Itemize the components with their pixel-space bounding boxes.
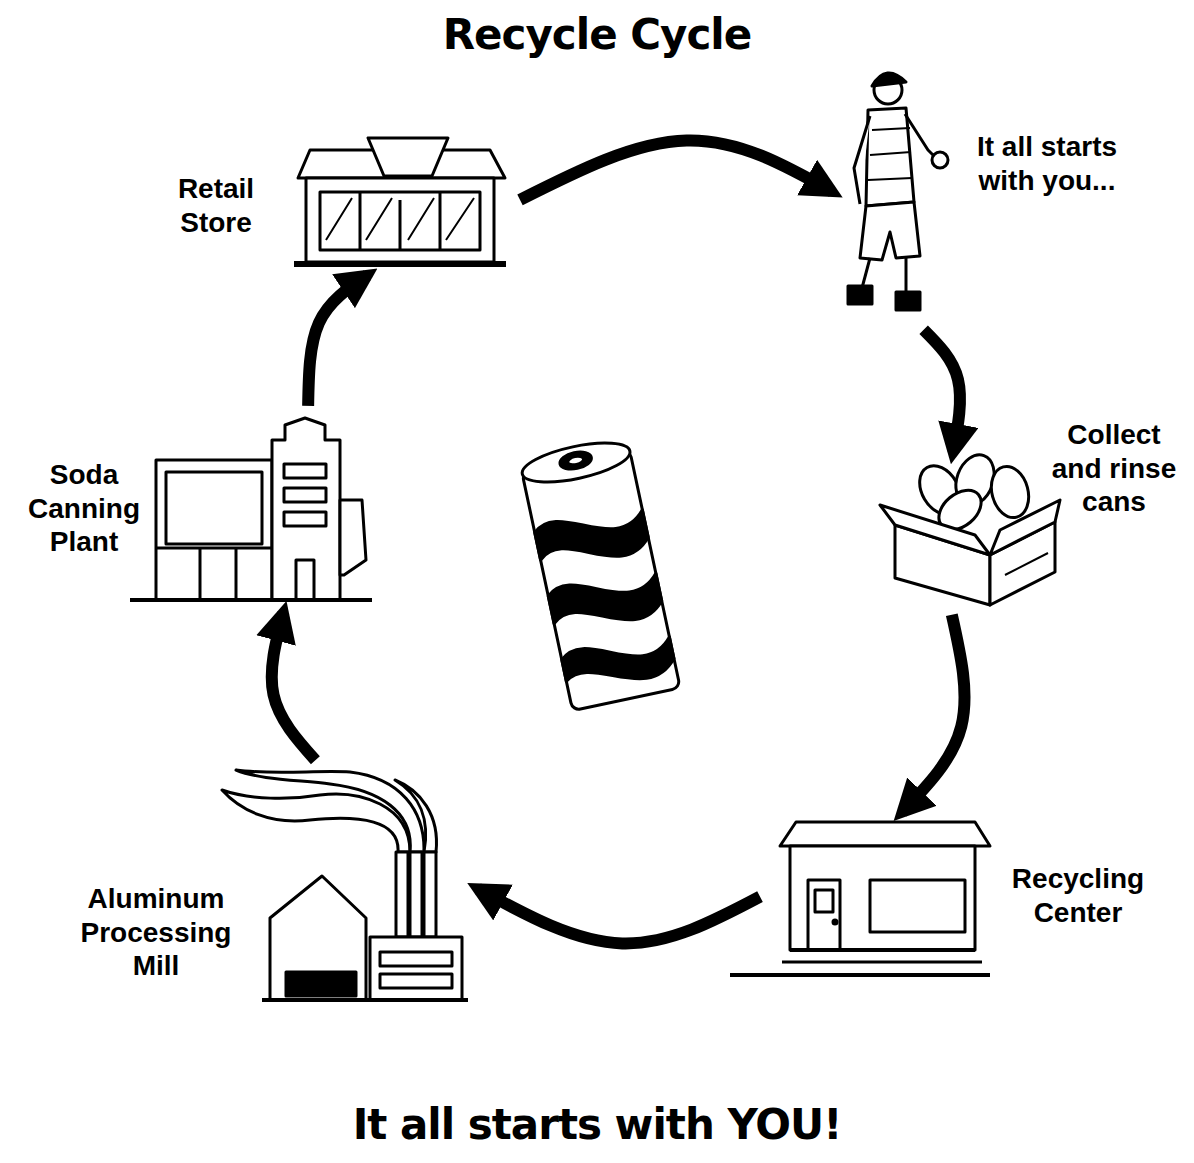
plant-icon xyxy=(296,560,314,600)
plant-icon xyxy=(130,418,372,600)
factory-icon xyxy=(262,998,468,1002)
can-illustration xyxy=(558,449,593,471)
factory-icon xyxy=(270,876,366,1000)
station-node: Recycling Center xyxy=(770,820,990,980)
station-label: Recycling Center xyxy=(998,862,1158,929)
can-illustration xyxy=(547,567,665,637)
station-label: It all starts with you... xyxy=(952,130,1142,197)
store-icon xyxy=(439,192,442,250)
person-icon xyxy=(896,292,920,310)
person-icon xyxy=(866,108,914,206)
station-label: Retail Store xyxy=(158,172,274,239)
factory-icon xyxy=(424,852,436,937)
building-icon xyxy=(790,948,975,952)
person-icon xyxy=(848,73,948,310)
store-icon xyxy=(294,261,506,267)
station-node: Soda Canning Plant xyxy=(150,415,372,605)
plant-icon xyxy=(156,547,272,550)
station-node: It all starts with you... xyxy=(840,60,940,320)
factory-icon xyxy=(395,780,437,852)
flow-arrow xyxy=(520,140,832,199)
flow-arrow xyxy=(308,275,367,406)
plant-icon xyxy=(130,598,372,602)
can-illustration xyxy=(522,449,680,711)
plant-icon xyxy=(199,548,202,600)
store-icon xyxy=(306,178,494,262)
building-icon xyxy=(782,961,982,964)
plant-icon xyxy=(166,472,262,544)
building-icon xyxy=(815,890,833,912)
person-icon xyxy=(872,73,906,86)
plant-icon xyxy=(284,464,326,478)
factory-icon xyxy=(410,852,422,937)
building-icon xyxy=(870,880,965,932)
factory-icon xyxy=(380,974,452,988)
factory-icon xyxy=(380,952,452,966)
diagram-title: Recycle Cycle xyxy=(0,10,1194,59)
person-icon xyxy=(860,202,920,260)
box-icon xyxy=(986,462,1034,522)
station-node: Collect and rinse cans xyxy=(885,460,1060,605)
person-icon xyxy=(905,114,936,158)
flow-arrow xyxy=(902,615,964,813)
factory-icon xyxy=(286,972,356,996)
plant-icon xyxy=(284,488,326,502)
box-icon xyxy=(880,449,1060,605)
station-label: Collect and rinse cans xyxy=(1040,418,1188,519)
can-illustration xyxy=(533,503,651,573)
person-icon xyxy=(868,128,912,180)
store-icon xyxy=(326,198,474,240)
store-icon xyxy=(368,138,448,176)
plant-icon xyxy=(284,512,326,526)
person-icon xyxy=(905,258,908,292)
diagram-caption: It all starts with YOU! xyxy=(0,1100,1194,1149)
factory-icon xyxy=(370,937,462,1000)
can-illustration xyxy=(567,455,584,466)
person-icon xyxy=(862,258,870,288)
person-icon xyxy=(848,286,872,304)
plant-icon xyxy=(156,460,272,600)
illustration xyxy=(130,73,1060,1000)
can-illustration xyxy=(560,630,676,695)
person-icon xyxy=(854,116,870,204)
can-illustration xyxy=(519,435,680,710)
factory-icon xyxy=(236,770,424,852)
plant-icon xyxy=(235,548,238,600)
can-illustration xyxy=(519,435,633,489)
store-icon xyxy=(359,192,362,250)
building-icon xyxy=(790,846,975,950)
store-icon xyxy=(294,138,506,264)
flow-arrow xyxy=(924,330,960,453)
station-label: Soda Canning Plant xyxy=(18,458,150,559)
store-icon xyxy=(399,200,402,250)
flow-arrow xyxy=(478,889,760,944)
building-icon xyxy=(808,880,840,950)
building-icon xyxy=(780,822,990,846)
building-icon xyxy=(730,973,990,977)
plant-icon xyxy=(272,418,340,600)
box-icon xyxy=(880,505,990,555)
factory-icon xyxy=(222,770,468,1000)
factory-icon xyxy=(396,852,408,937)
station-node: Aluminum Processing Mill xyxy=(215,770,470,1000)
store-icon xyxy=(320,192,480,250)
station-label: Aluminum Processing Mill xyxy=(70,882,242,983)
flow-arrow xyxy=(272,613,316,760)
building-icon xyxy=(730,822,990,975)
plant-icon xyxy=(340,500,366,575)
box-icon xyxy=(990,500,1060,555)
building-icon xyxy=(833,920,837,924)
station-node: Retail Store xyxy=(290,138,510,268)
box-icon xyxy=(1005,553,1048,575)
person-icon xyxy=(932,152,948,168)
